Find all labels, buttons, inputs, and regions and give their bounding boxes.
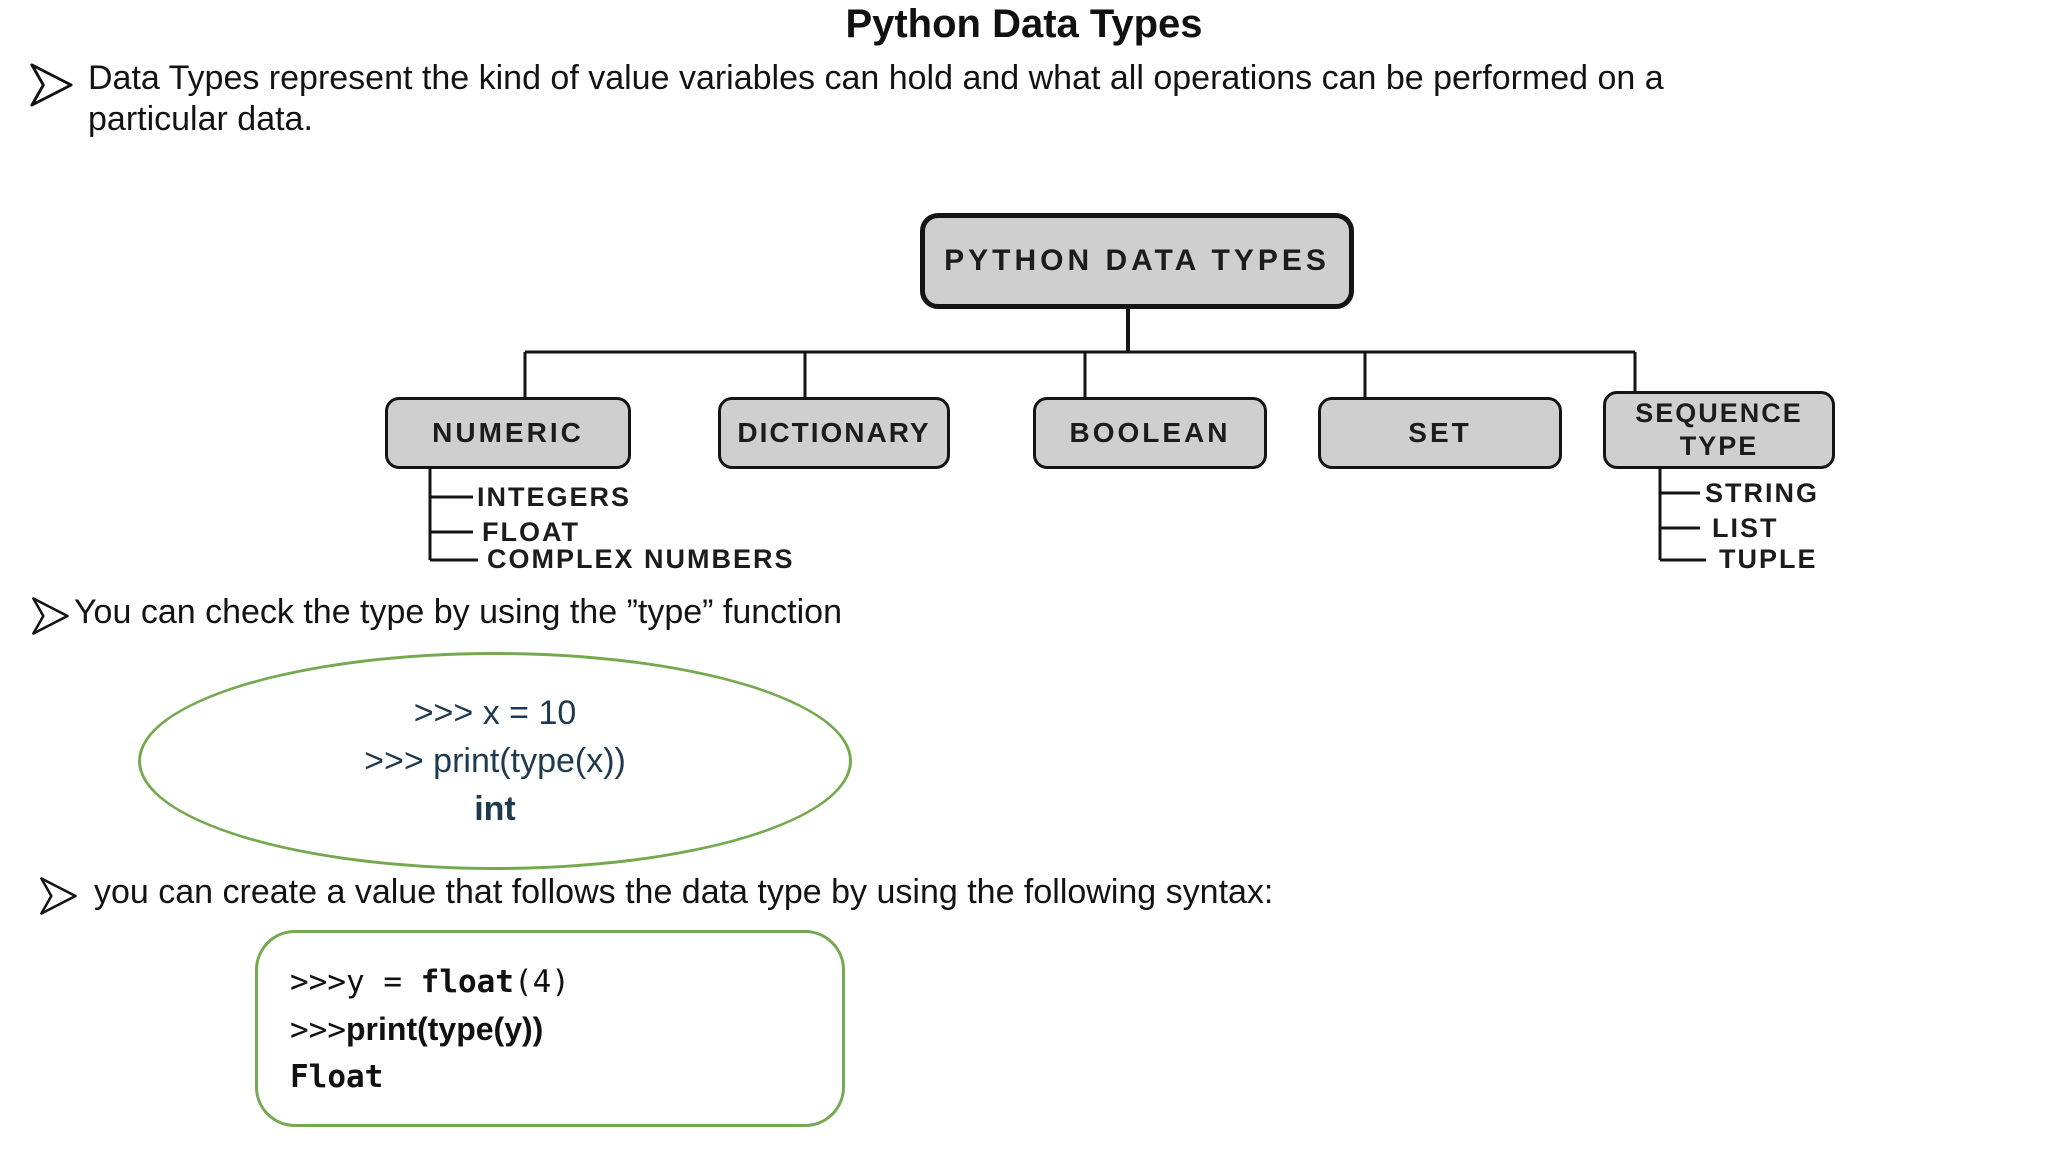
page-title: Python Data Types <box>845 2 1203 46</box>
code-line: >>>y = float(4) <box>290 959 842 1006</box>
tree-node-boolean: BOOLEAN <box>1033 397 1267 469</box>
code-line: >>>print(type(y)) <box>290 1006 842 1054</box>
leaf-integers: INTEGERS <box>477 482 632 512</box>
code-example-ellipse: >>> x = 10 >>> print(type(x)) int <box>138 652 852 870</box>
bullet-arrow-icon <box>40 877 77 915</box>
bullet-arrow-icon <box>30 63 73 107</box>
tree-node-root: PYTHON DATA TYPES <box>920 213 1354 309</box>
code-args: (4) <box>513 964 570 1000</box>
leaf-tuple: TUPLE <box>1719 544 1818 574</box>
tree-node-numeric: NUMERIC <box>385 397 631 469</box>
code-result: int <box>474 790 516 828</box>
leaf-string: STRING <box>1705 478 1820 508</box>
tree-node-sequence-type: SEQUENCE TYPE <box>1603 391 1835 469</box>
code-keyword: float <box>420 964 514 1000</box>
bullet-text: Data Types represent the kind of value v… <box>88 59 1664 138</box>
code-prompt: >>>y = <box>290 964 421 1000</box>
tree-node-dictionary: DICTIONARY <box>718 397 950 469</box>
bullet-item-2: You can check the type by using the ”typ… <box>30 592 842 636</box>
bullet-text: You can check the type by using the ”typ… <box>74 593 843 631</box>
leaf-complex-numbers: COMPLEX NUMBERS <box>487 544 795 574</box>
bullet-item-1: Data Types represent the kind of value v… <box>28 58 1768 140</box>
code-result: Float <box>290 1059 384 1095</box>
code-call: print(type(y)) <box>346 1011 544 1047</box>
tree-node-set: SET <box>1318 397 1562 469</box>
leaf-list: LIST <box>1712 513 1779 543</box>
leaf-float: FLOAT <box>482 517 580 547</box>
bullet-item-3: you can create a value that follows the … <box>38 872 1273 916</box>
code-prompt: >>> <box>290 1012 346 1048</box>
code-line: >>> print(type(x)) <box>364 742 626 780</box>
bullet-text: you can create a value that follows the … <box>94 873 1274 911</box>
code-example-box: >>>y = float(4) >>>print(type(y)) Float <box>255 930 845 1127</box>
bullet-arrow-icon <box>32 597 69 635</box>
code-line: >>> x = 10 <box>413 694 577 732</box>
